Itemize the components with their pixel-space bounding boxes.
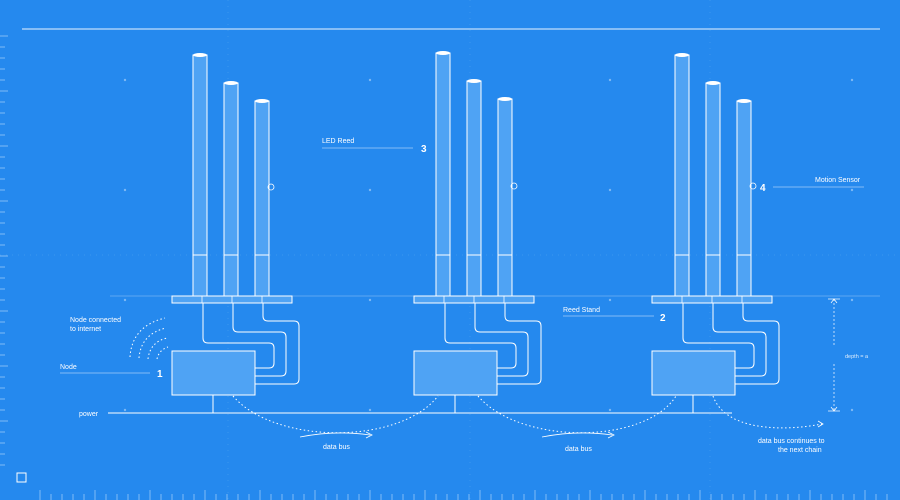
motion-sensor-2 (510, 182, 518, 190)
led-reed-label: LED Reed (322, 138, 354, 145)
node-box-3 (651, 350, 736, 396)
reed-1a (192, 53, 208, 297)
grid-dots (123, 78, 854, 412)
square-icon (16, 472, 27, 483)
reed-stand-1 (171, 295, 293, 304)
cables-1 (202, 303, 300, 385)
data-bus-arrows (299, 420, 824, 439)
callout-2: 2 (660, 313, 666, 324)
data-bus-label-2: data bus (565, 446, 592, 453)
bottom-ruler (39, 490, 888, 500)
reed-2c (497, 97, 518, 297)
chain-2 (413, 51, 542, 413)
reed-stand-3 (651, 295, 773, 304)
data-bus-label-1: data bus (323, 444, 350, 451)
reed-1b (223, 81, 239, 297)
chain-3 (651, 53, 780, 413)
reed-1c (254, 99, 275, 297)
reed-3b (705, 81, 721, 297)
node-label: Node (60, 364, 77, 371)
wifi-signal-icon (129, 317, 169, 360)
node-connected-label-1: Node connected (70, 317, 121, 324)
cables-2 (444, 303, 542, 385)
left-ruler (0, 35, 8, 466)
callout-1: 1 (157, 369, 163, 380)
reed-stand-2 (413, 295, 535, 304)
reed-3a (674, 53, 690, 297)
node-box-1 (171, 350, 256, 396)
power-label: power (79, 411, 99, 418)
depth-label: depth = a (845, 354, 869, 360)
motion-sensor-label: Motion Sensor (815, 177, 861, 184)
chain-1 (171, 53, 300, 413)
bus-continues-label-1: data bus continues to (758, 438, 825, 445)
depth-dimension (828, 298, 840, 412)
motion-sensor-1 (267, 183, 275, 191)
reed-stand-label: Reed Stand (563, 307, 600, 314)
leader-lines (60, 147, 864, 374)
node-connected-label-2: to internet (70, 326, 101, 333)
bus-continues-label-2: the next chain (778, 447, 822, 454)
motion-sensor-3 (749, 182, 757, 190)
reed-2b (466, 79, 482, 297)
node-box-2 (413, 350, 498, 396)
callout-4: 4 (760, 183, 766, 194)
callout-3: 3 (421, 144, 427, 155)
cables-3 (682, 303, 780, 385)
reed-2a (435, 51, 451, 297)
data-bus-arcs (232, 395, 823, 434)
reed-3c (736, 99, 757, 297)
